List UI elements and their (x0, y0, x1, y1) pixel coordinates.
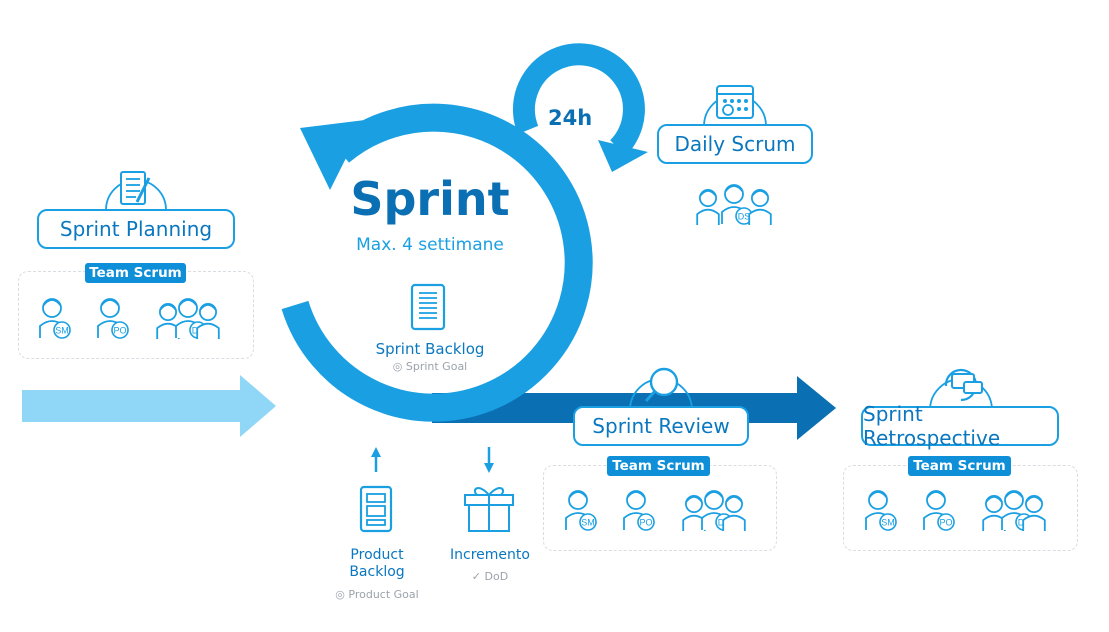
role-badge: DS (738, 212, 751, 222)
developer-icon (748, 188, 772, 225)
team-review-people: SM PO DS (565, 490, 746, 531)
product-backlog-icon (359, 485, 393, 538)
daily-cycle-arrow (513, 43, 648, 172)
target-icon: ◎ (335, 588, 345, 601)
developer-icon (196, 302, 220, 339)
dod: ✓ DoD (440, 570, 540, 583)
input-arrow (22, 375, 276, 437)
role-badge: PO (113, 326, 126, 336)
sprint-review-label: Sprint Review (592, 414, 730, 438)
role-badge: PO (639, 518, 652, 528)
developer-icon (722, 494, 746, 531)
product-owner-icon: PO (923, 490, 955, 531)
sprint-goal: ◎ Sprint Goal (370, 360, 490, 373)
team-badge-review: Team Scrum (607, 456, 710, 476)
sprint-retrospective-box: Sprint Retrospective (861, 402, 1059, 450)
developer-icon: DS (721, 184, 753, 225)
daily-scrum-box: Daily Scrum (657, 124, 813, 164)
role-badge: SM (881, 518, 895, 528)
checklist-icon (103, 162, 169, 217)
sprint-planning-box: Sprint Planning (37, 209, 235, 249)
developer-icon (682, 494, 706, 531)
product-goal: ◎ Product Goal (317, 588, 437, 601)
daily-cycle-label: 24h (548, 106, 593, 130)
sprint-retrospective-label: Sprint Retrospective (863, 402, 1001, 450)
increment-label: Incremento (450, 547, 530, 563)
developer-icon (156, 302, 180, 339)
team-badge-planning: Team Scrum (85, 263, 186, 283)
developer-icon (1022, 494, 1046, 531)
calendar-icon (700, 72, 770, 133)
gift-icon (461, 479, 517, 540)
sprint-backlog-label: Sprint Backlog (375, 340, 485, 358)
team-planning-people: SM PO DS (39, 298, 220, 339)
daily-developers-people: DS (696, 184, 772, 225)
sprint-review-box: Sprint Review (573, 406, 749, 446)
product-goal-label: Product Goal (348, 588, 419, 601)
scrum-master-icon: SM (39, 298, 71, 339)
sprint-goal-label: Sprint Goal (405, 360, 468, 373)
retrospective-chat-icon (926, 356, 996, 417)
sprint-planning-label: Sprint Planning (59, 217, 213, 241)
dod-label: DoD (484, 570, 509, 583)
target-icon: ◎ (392, 360, 403, 373)
product-backlog-label: Product Backlog (349, 547, 405, 580)
daily-scrum-label: Daily Scrum (674, 132, 796, 156)
sprint-cycle-arrow (281, 103, 593, 422)
scrum-master-icon: SM (865, 490, 897, 531)
product-owner-icon: PO (623, 490, 655, 531)
sprint-duration: Max. 4 settimane (356, 235, 504, 255)
role-badge: SM (55, 326, 69, 336)
scrum-master-icon: SM (565, 490, 597, 531)
document-icon (410, 283, 446, 336)
team-retrospective-people: SM PO DS (865, 490, 1046, 531)
role-badge: PO (939, 518, 952, 528)
product-owner-icon: PO (97, 298, 129, 339)
magnifier-icon (626, 356, 696, 417)
developer-icon (982, 494, 1006, 531)
role-badge: SM (581, 518, 595, 528)
check-badge-icon: ✓ (471, 570, 482, 583)
sprint-title: Sprint (350, 172, 510, 226)
team-badge-retrospective: Team Scrum (908, 456, 1011, 476)
developer-icon (696, 188, 720, 225)
